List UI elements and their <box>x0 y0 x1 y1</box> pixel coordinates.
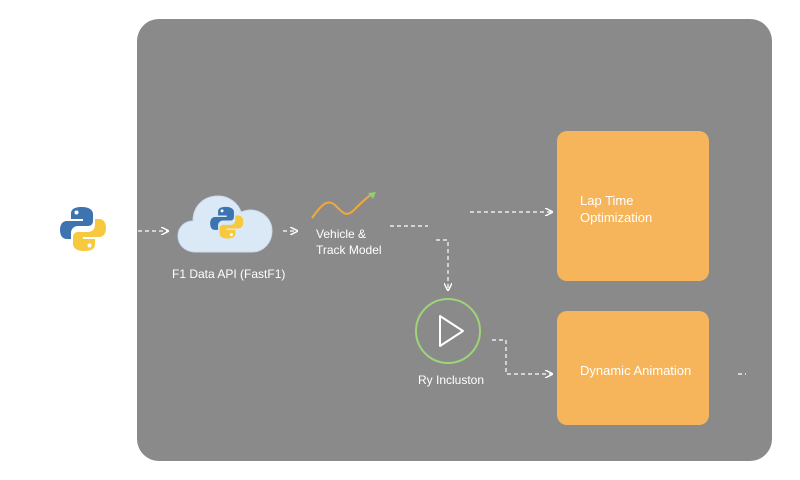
lap-time-label-line2: Optimization <box>580 210 653 225</box>
trend-line-icon <box>311 192 376 219</box>
model-label-line1: Vehicle & <box>316 227 367 241</box>
simulation-label: Ry Incluston <box>418 373 485 387</box>
play-icon <box>415 298 481 364</box>
data-api-label: F1 Data API (FastF1) <box>172 267 286 281</box>
dynamic-animation-box <box>557 311 709 425</box>
cloud-python-icon <box>177 195 273 253</box>
python-logo-icon <box>60 207 106 251</box>
animation-label: Dynamic Animation <box>580 363 692 378</box>
lap-time-label-line1: Lap Time <box>580 193 634 208</box>
lap-time-optimization-box <box>557 131 709 281</box>
model-label-line2: Track Model <box>316 243 382 257</box>
